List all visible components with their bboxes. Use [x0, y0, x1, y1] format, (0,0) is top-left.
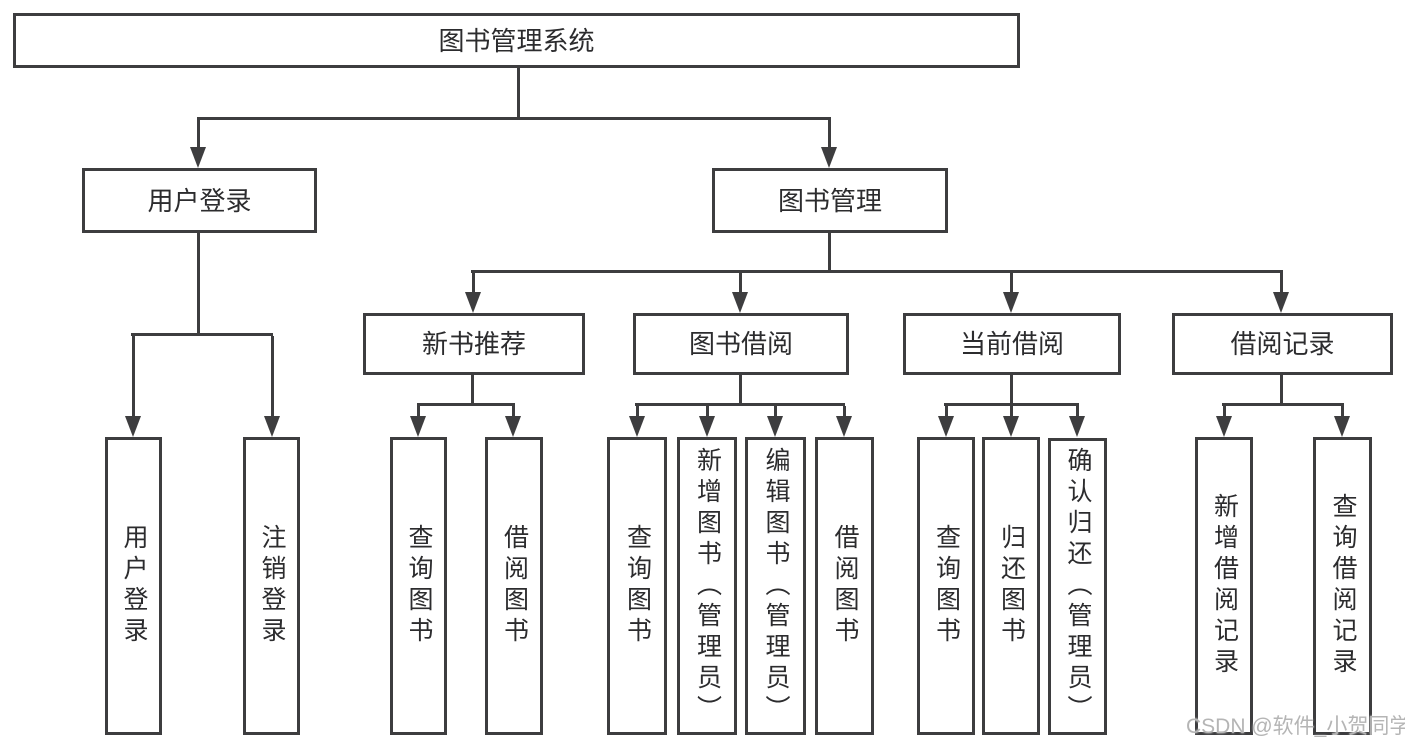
leaf-logout: 注销登录: [243, 437, 300, 735]
arrow-to-return-book: [1003, 406, 1019, 437]
leaf-add-borrow-record: 新增借阅记录: [1195, 437, 1253, 735]
connector-root-stem: [517, 66, 520, 120]
connector-borrow-records-stem: [1280, 373, 1283, 406]
node-label: 查询借阅记录: [1329, 493, 1357, 679]
leaf-add-book-admin: 新增图书（管理员）: [677, 437, 737, 735]
node-label: 图书管理系统: [438, 25, 595, 56]
node-label: 注销登录: [258, 524, 286, 648]
arrow-to-current-borrow: [1003, 273, 1019, 313]
connector-user-login-rail: [131, 333, 273, 336]
node-label: 用户登录: [147, 185, 252, 216]
node-label: 新增借阅记录: [1210, 493, 1239, 679]
node-new-books: 新书推荐: [363, 313, 585, 375]
leaf-borrow-books-2: 借阅图书: [815, 437, 874, 735]
node-label: 编辑图书（管理员）: [762, 446, 790, 726]
node-label: 用户登录: [120, 524, 148, 648]
leaf-user-login: 用户登录: [105, 437, 162, 735]
connector-current-borrow-rail: [944, 403, 1079, 406]
leaf-edit-book-admin: 编辑图书（管理员）: [745, 437, 806, 735]
leaf-borrow-books-1: 借阅图书: [485, 437, 543, 735]
connector-new-books-stem: [471, 373, 474, 406]
leaf-confirm-return-admin: 确认归还（管理员）: [1048, 438, 1107, 735]
node-label: 查询图书: [932, 524, 961, 648]
connector-user-login-stem: [197, 231, 200, 336]
leaf-query-books-1: 查询图书: [390, 437, 447, 735]
node-library-system: 图书管理系统: [13, 13, 1020, 68]
leaf-query-books-2: 查询图书: [607, 437, 667, 735]
node-label: 借阅图书: [831, 524, 859, 648]
node-borrow-records: 借阅记录: [1172, 313, 1393, 375]
arrow-to-add-book: [699, 406, 715, 437]
node-label: 归还图书: [997, 524, 1026, 648]
connector-level3-rail: [471, 270, 1283, 273]
node-label: 图书借阅: [688, 329, 793, 359]
arrow-to-user-login: [190, 120, 206, 168]
leaf-return-book: 归还图书: [982, 437, 1040, 735]
connector-book-mgmt-stem: [828, 231, 831, 273]
node-label: 借阅图书: [500, 524, 529, 648]
arrow-to-login: [125, 336, 141, 437]
node-label: 确认归还（管理员）: [1064, 447, 1092, 726]
arrow-to-query-books-2: [629, 406, 645, 437]
csdn-watermark: CSDN @软件_小贺同学: [1186, 715, 1405, 738]
node-user-login: 用户登录: [82, 168, 317, 233]
node-label: 当前借阅: [959, 329, 1064, 359]
node-label: 查询图书: [405, 524, 433, 648]
arrow-to-book-borrow: [732, 273, 748, 313]
arrow-to-book-management: [821, 120, 837, 168]
arrow-to-borrow-records: [1273, 273, 1289, 313]
arrow-to-borrow-books-2: [836, 406, 852, 437]
connector-book-borrow-stem: [739, 373, 742, 406]
node-book-borrow: 图书借阅: [633, 313, 849, 375]
connector-borrow-records-rail: [1222, 403, 1344, 406]
arrow-to-new-books: [465, 273, 481, 313]
node-label: 图书管理: [777, 185, 882, 216]
connector-level2-rail: [197, 117, 831, 120]
arrow-to-confirm-return: [1069, 406, 1085, 437]
node-current-borrow: 当前借阅: [903, 313, 1121, 375]
node-label: 新增图书（管理员）: [693, 446, 722, 726]
arrow-to-add-record: [1216, 406, 1232, 437]
node-label: 查询图书: [623, 524, 652, 648]
arrow-to-logout: [264, 336, 280, 437]
node-label: 借阅记录: [1230, 329, 1335, 359]
node-book-management: 图书管理: [712, 168, 948, 233]
connector-new-books-rail: [417, 403, 515, 406]
arrow-to-edit-book: [767, 406, 783, 437]
arrow-to-query-record: [1334, 406, 1350, 437]
leaf-query-borrow-record: 查询借阅记录: [1313, 437, 1372, 735]
arrow-to-query-books-3: [938, 406, 954, 437]
connector-current-borrow-stem: [1010, 373, 1013, 406]
leaf-query-books-3: 查询图书: [917, 437, 975, 735]
node-label: 新书推荐: [421, 329, 526, 359]
arrow-to-borrow-books-1: [505, 406, 521, 437]
arrow-to-query-books-1: [410, 406, 426, 437]
connector-book-borrow-rail: [635, 403, 845, 406]
